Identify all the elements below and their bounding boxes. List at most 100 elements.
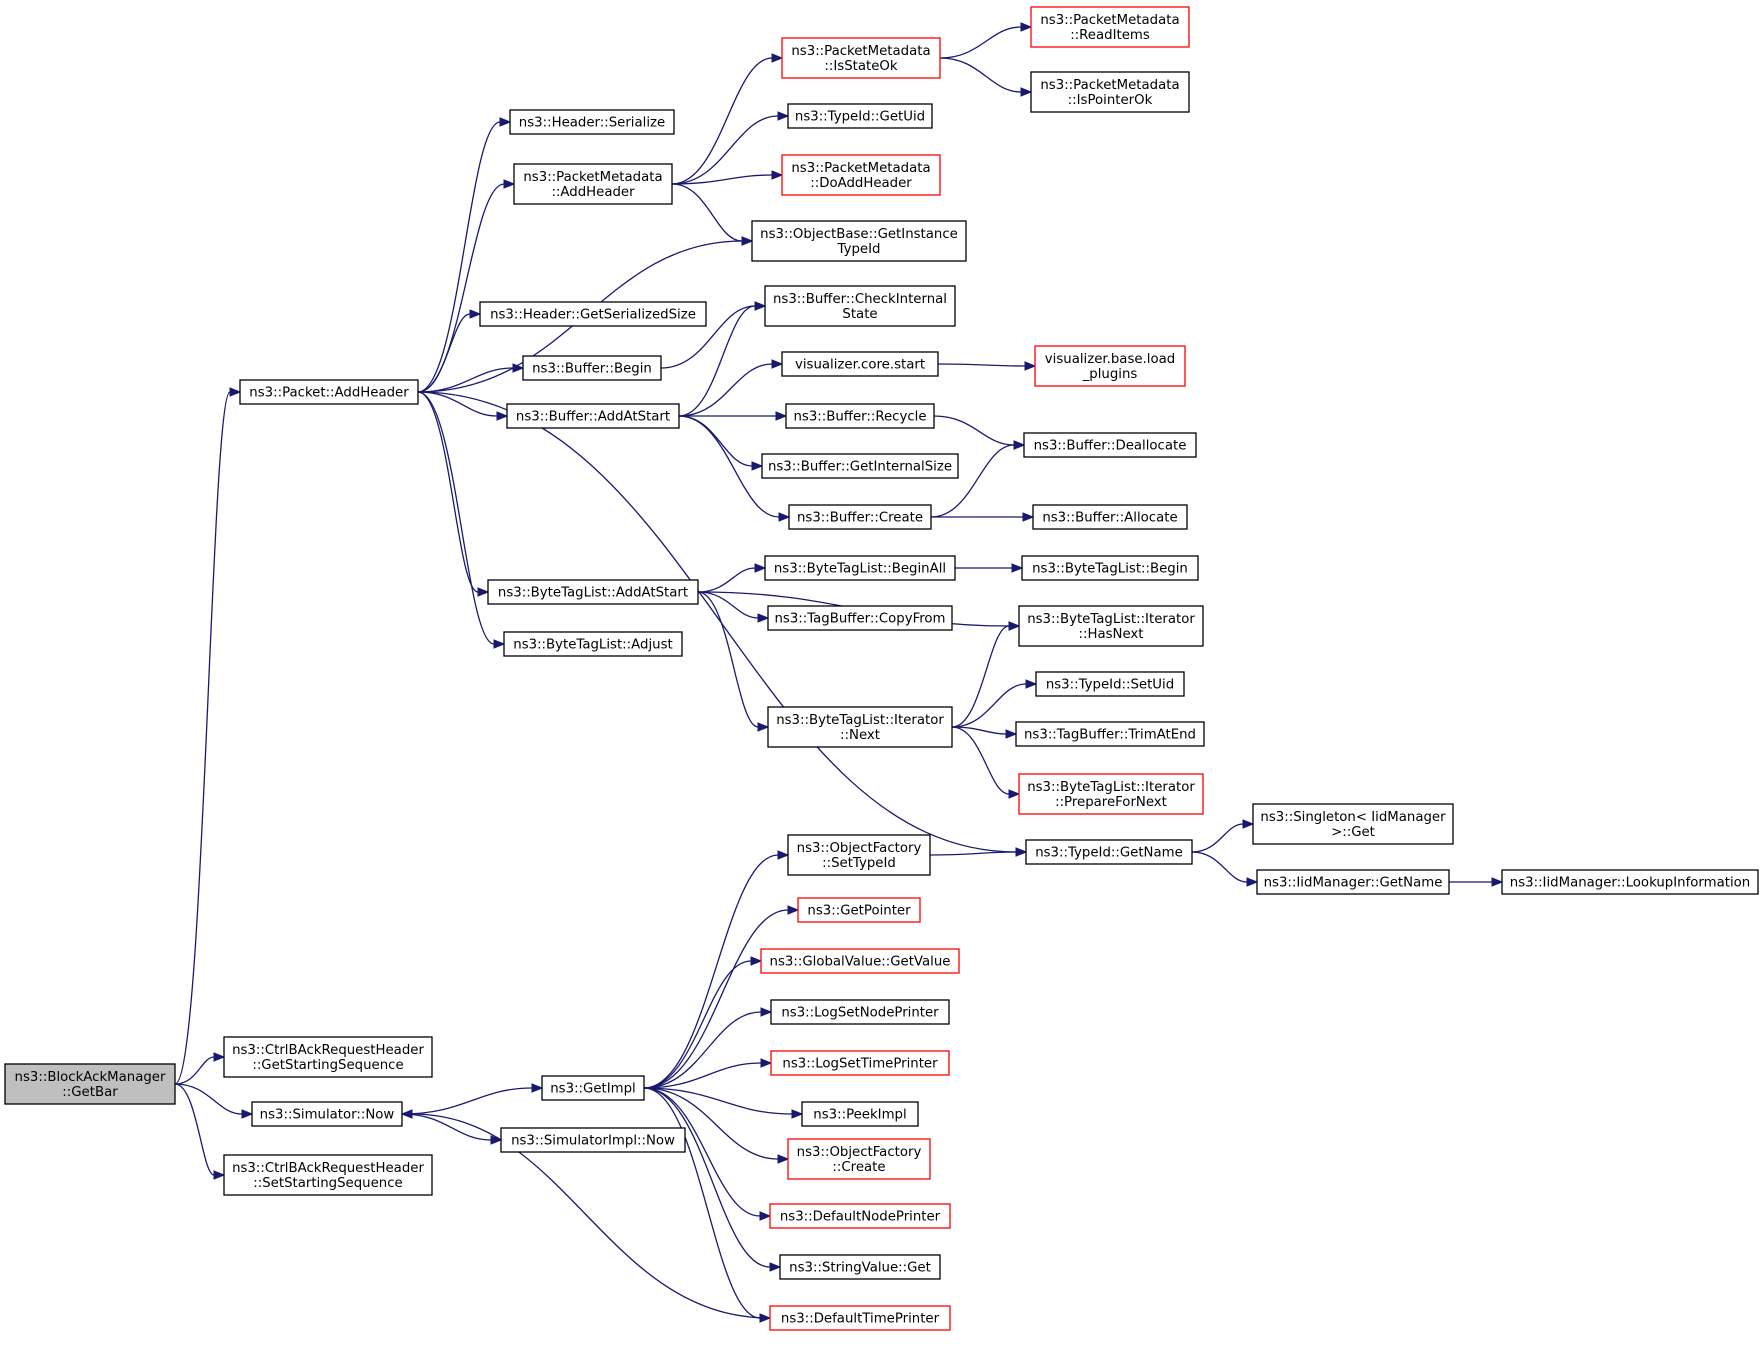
node-ns3-getimpl[interactable]: ns3::GetImpl <box>541 1075 645 1101</box>
edge-arrowhead <box>751 461 764 471</box>
edge-line <box>417 391 479 593</box>
edge-line <box>678 415 753 467</box>
edge-line <box>643 1087 793 1115</box>
node-label: ns3::PacketMetadata <box>791 44 930 59</box>
node-ns3-ctrlbackrequestheader-setstartingsequence[interactable]: ns3::CtrlBAckRequestHeader::SetStartingS… <box>223 1154 433 1196</box>
node-ns3-iidmanager-getname[interactable]: ns3::IidManager::GetName <box>1256 869 1450 895</box>
edge-arrowhead <box>754 563 767 573</box>
node-ns3-bytetaglist-iterator-preparefornext[interactable]: ns3::ByteTagList::Iterator::PrepareForNe… <box>1018 773 1204 815</box>
node-ns3-globalvalue-getvalue[interactable]: ns3::GlobalValue::GetValue <box>760 948 960 974</box>
node-ns3-buffer-create[interactable]: ns3::Buffer::Create <box>788 504 932 530</box>
edge-line <box>401 1113 492 1141</box>
node-ns3-packetmetadata-doaddheader[interactable]: ns3::PacketMetadata::DoAddHeader <box>781 154 941 196</box>
edge-arrowhead <box>760 1007 773 1017</box>
edge-n38-n46 <box>643 1087 790 1164</box>
node-ns3-bytetaglist-adjust[interactable]: ns3::ByteTagList::Adjust <box>503 631 683 657</box>
edge-line <box>411 1113 771 1319</box>
node-ns3-stringvalue-get[interactable]: ns3::StringValue::Get <box>779 1254 941 1280</box>
node-ns3-header-getserializedsize[interactable]: ns3::Header::GetSerializedSize <box>479 301 707 327</box>
edge-arrowhead <box>477 587 490 597</box>
edge-n3-n39 <box>401 1113 503 1145</box>
node-ns3-buffer-allocate[interactable]: ns3::Buffer::Allocate <box>1032 504 1188 530</box>
node-ns3-buffer-begin[interactable]: ns3::Buffer::Begin <box>522 355 662 381</box>
node-ns3-buffer-addatstart[interactable]: ns3::Buffer::AddAtStart <box>506 403 680 429</box>
edge-line <box>951 726 1010 795</box>
edge-arrowhead <box>1020 22 1033 32</box>
edge-n11-n30 <box>697 591 770 732</box>
edge-arrowhead <box>1246 877 1259 887</box>
node-ns3-packetmetadata-ispointerok[interactable]: ns3::PacketMetadata::IsPointerOk <box>1030 71 1190 113</box>
edge-line <box>643 1011 762 1089</box>
edge-arrowhead <box>750 956 763 966</box>
node-label: TypeId <box>837 242 881 257</box>
edge-arrowhead <box>759 1211 772 1221</box>
edge-line <box>174 391 231 1085</box>
node-label: ns3::PacketMetadata <box>1040 78 1179 93</box>
edge-line <box>939 26 1022 59</box>
node-ns3-packetmetadata-isstateok[interactable]: ns3::PacketMetadata::IsStateOk <box>781 37 941 79</box>
node-ns3-defaultnodeprinter[interactable]: ns3::DefaultNodePrinter <box>769 1203 951 1229</box>
node-visualizer-base-load-plugins[interactable]: visualizer.base.load_plugins <box>1034 345 1186 387</box>
node-ns3-logsetnodeprinter[interactable]: ns3::LogSetNodePrinter <box>770 999 950 1025</box>
node-label: ns3::ObjectFactory <box>797 1145 922 1160</box>
node-ns3-getpointer[interactable]: ns3::GetPointer <box>797 897 921 923</box>
node-box <box>223 1036 433 1078</box>
edge-line <box>643 1087 771 1268</box>
edge-n38-n48 <box>643 1087 782 1272</box>
node-label: ns3::SimulatorImpl::Now <box>511 1134 675 1149</box>
node-ns3-bytetaglist-iterator-hasnext[interactable]: ns3::ByteTagList::Iterator::HasNext <box>1018 605 1204 647</box>
node-box <box>801 1101 919 1127</box>
node-ns3-blockackmanager-getbar[interactable]: ns3::BlockAckManager::GetBar <box>4 1063 176 1105</box>
node-label: ns3::ByteTagList::Iterator <box>776 713 944 728</box>
node-box <box>764 285 956 327</box>
node-ns3-packet-addheader[interactable]: ns3::Packet::AddHeader <box>239 379 419 405</box>
node-box <box>767 706 953 748</box>
node-ns3-logsettimeprinter[interactable]: ns3::LogSetTimePrinter <box>770 1050 950 1076</box>
node-ns3-defaulttimeprinter[interactable]: ns3::DefaultTimePrinter <box>769 1305 951 1331</box>
node-ns3-iidmanager-lookupinformation[interactable]: ns3::IidManager::LookupInformation <box>1501 869 1759 895</box>
node-box <box>487 579 699 605</box>
node-label: visualizer.core.start <box>795 358 925 373</box>
node-ns3-bytetaglist-begin[interactable]: ns3::ByteTagList::Begin <box>1021 555 1199 581</box>
node-label: ns3::TagBuffer::CopyFrom <box>774 612 945 627</box>
edge-n14-n17 <box>939 22 1033 59</box>
edge-arrowhead <box>1025 679 1038 689</box>
node-ns3-buffer-deallocate[interactable]: ns3::Buffer::Deallocate <box>1023 432 1197 458</box>
node-ns3-typeid-setuid[interactable]: ns3::TypeId::SetUid <box>1035 671 1185 697</box>
node-ns3-objectfactory-settypeid[interactable]: ns3::ObjectFactory::SetTypeId <box>787 834 931 876</box>
node-box <box>781 351 939 377</box>
node-ns3-bytetaglist-addatstart[interactable]: ns3::ByteTagList::AddAtStart <box>487 579 699 605</box>
node-ns3-buffer-getinternalsize[interactable]: ns3::Buffer::GetInternalSize <box>761 453 959 479</box>
node-label: ns3::Header::GetSerializedSize <box>490 308 696 323</box>
node-ns3-buffer-recycle[interactable]: ns3::Buffer::Recycle <box>785 403 935 429</box>
node-ns3-packetmetadata-readitems[interactable]: ns3::PacketMetadata::ReadItems <box>1030 6 1190 48</box>
node-ns3-peekimpl[interactable]: ns3::PeekImpl <box>801 1101 919 1127</box>
node-ns3-singleton-iidmanager-get[interactable]: ns3::Singleton< IidManager>::Get <box>1252 803 1454 845</box>
node-ns3-tagbuffer-trimatend[interactable]: ns3::TagBuffer::TrimAtEnd <box>1015 721 1205 747</box>
edge-arrowhead <box>754 301 767 311</box>
node-ns3-simulator-now[interactable]: ns3::Simulator::Now <box>251 1101 403 1127</box>
node-visualizer-core-start[interactable]: visualizer.core.start <box>781 351 939 377</box>
edge-line <box>417 391 495 645</box>
edge-n36-n37 <box>1449 877 1504 887</box>
node-ns3-typeid-getname[interactable]: ns3::TypeId::GetName <box>1025 839 1193 865</box>
edge-arrowhead <box>757 722 770 732</box>
edge-line <box>643 854 779 1089</box>
node-ns3-simulatorimpl-now[interactable]: ns3::SimulatorImpl::Now <box>500 1127 686 1153</box>
node-ns3-tagbuffer-copyfrom[interactable]: ns3::TagBuffer::CopyFrom <box>767 605 953 631</box>
edge-arrowhead <box>771 359 784 369</box>
node-box <box>787 1138 931 1180</box>
node-ns3-typeid-getuid[interactable]: ns3::TypeId::GetUid <box>787 103 933 129</box>
node-box <box>1018 605 1204 647</box>
edge-n23-n26 <box>931 512 1035 522</box>
node-ns3-header-serialize[interactable]: ns3::Header::Serialize <box>509 109 675 135</box>
node-ns3-packetmetadata-addheader[interactable]: ns3::PacketMetadata::AddHeader <box>513 163 673 205</box>
node-ns3-ctrlbackrequestheader-getstartingsequence[interactable]: ns3::CtrlBAckRequestHeader::GetStartingS… <box>223 1036 433 1078</box>
node-ns3-bytetaglist-beginall[interactable]: ns3::ByteTagList::BeginAll <box>764 555 956 581</box>
node-box <box>779 1254 941 1280</box>
edge-n49-n3 <box>400 1109 771 1319</box>
node-ns3-objectfactory-create[interactable]: ns3::ObjectFactory::Create <box>787 1138 931 1180</box>
node-ns3-bytetaglist-iterator-next[interactable]: ns3::ByteTagList::Iterator::Next <box>767 706 953 748</box>
